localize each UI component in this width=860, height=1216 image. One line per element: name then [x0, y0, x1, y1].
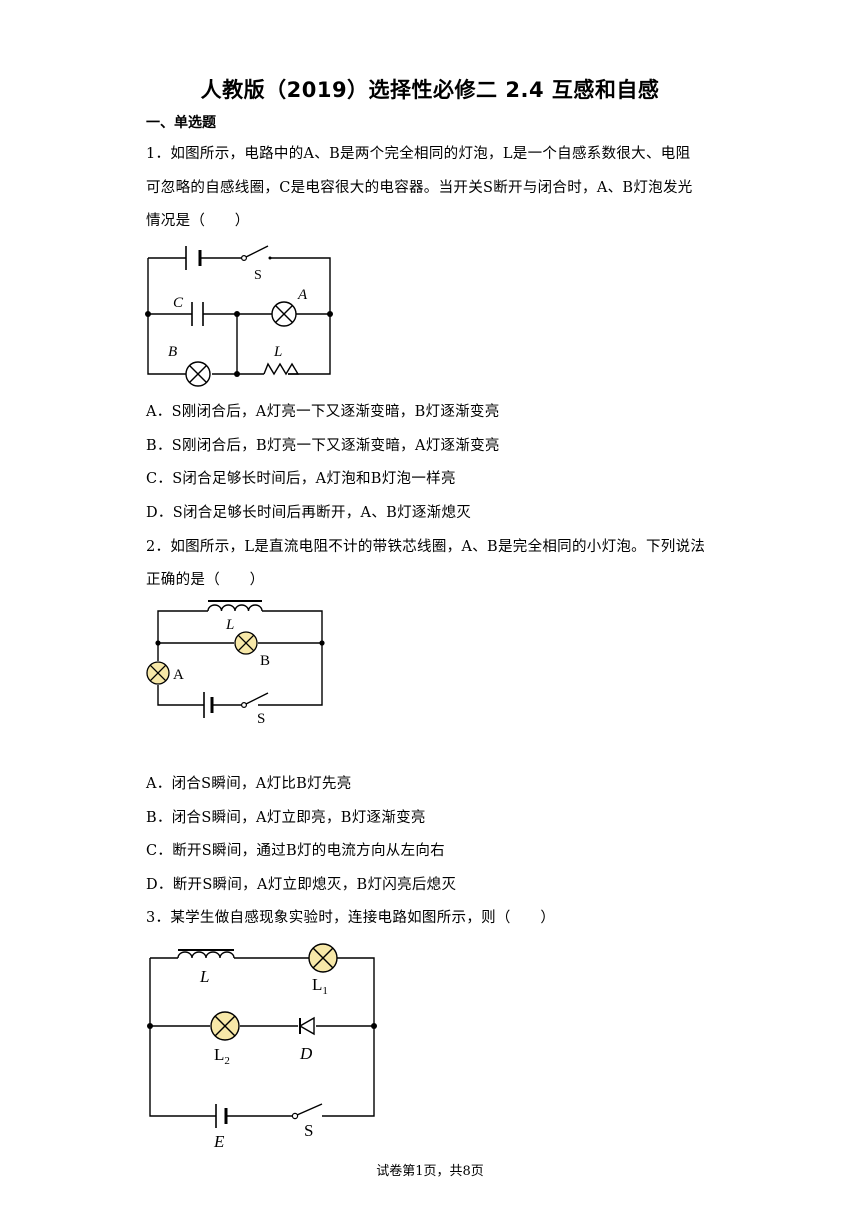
q3-stem-line-1: 3．某学生做自感现象实验时，连接电路如图所示，则（ ）: [146, 910, 556, 926]
bulb-a-icon: [271, 301, 297, 327]
junction-dots: [147, 1023, 377, 1029]
q1-label-b: B: [168, 344, 177, 360]
q1-stem-line-1: 1．如图所示，电路中的A、B是两个完全相同的灯泡，L是一个自感系数很大、电阻: [146, 146, 691, 162]
battery-icon: [185, 246, 202, 270]
bulb-b-icon: [185, 361, 211, 387]
battery-icon: [203, 692, 214, 718]
page-title: 人教版（2019）选择性必修二 2.4 互感和自感: [200, 78, 660, 102]
q2-option-a: A．闭合S瞬间，A灯比B灯先亮: [146, 776, 352, 792]
q1-label-a: A: [297, 287, 308, 303]
switch-s-icon: [240, 245, 272, 262]
q2-stem-line-2: 正确的是（ ）: [146, 572, 265, 588]
bulb-a-icon: [146, 661, 170, 685]
q2-option-c: C．断开S瞬间，通过B灯的电流方向从左向右: [146, 843, 445, 859]
diode-d-icon: [298, 1016, 315, 1036]
bulb-l2-icon: [210, 1011, 240, 1041]
q2-label-a: A: [173, 667, 184, 683]
q1-stem-line-3: 情况是（ ）: [146, 213, 250, 229]
q2-option-b: B．闭合S瞬间，A灯立即亮，B灯逐渐变亮: [146, 810, 426, 826]
q3-label-d: D: [299, 1044, 313, 1063]
q1-option-a: A．S刚闭合后，A灯亮一下又逐渐变暗，B灯逐渐变亮: [146, 404, 500, 420]
q2-label-s: S: [257, 711, 265, 727]
q2-circuit-diagram: L B A S: [146, 600, 325, 727]
q3-label-l: L: [199, 967, 209, 986]
bulb-l1-icon: [308, 943, 338, 973]
q1-option-c: C．S闭合足够长时间后，A灯泡和B灯泡一样亮: [146, 471, 456, 487]
q1-option-b: B．S刚闭合后，B灯亮一下又逐渐变暗，A灯逐渐变亮: [146, 438, 500, 454]
q1-label-s: S: [254, 268, 262, 283]
q2-label-l: L: [225, 617, 234, 633]
junction-dots: [145, 311, 333, 377]
q1-circuit-diagram: S C A B L: [145, 245, 333, 387]
section-heading: 一、单选题: [146, 115, 216, 131]
q1-stem-line-2: 可忽略的自感线圈，C是电容很大的电容器。当开关S断开与闭合时，A、B灯泡发光: [146, 180, 693, 196]
switch-s-icon: [240, 692, 269, 708]
capacitor-c-icon: [191, 302, 204, 326]
inductor-l-icon: [263, 362, 300, 376]
battery-icon: [215, 1104, 228, 1128]
q3-label-l1: L1: [312, 975, 328, 997]
q1-label-c: C: [173, 295, 184, 311]
page-footer: 试卷第1页，共8页: [376, 1164, 484, 1179]
inductor-l-icon: [207, 600, 263, 612]
q1-option-d: D．S闭合足够长时间后再断开，A、B灯逐渐熄灭: [146, 505, 472, 521]
q3-label-l2: L2: [214, 1045, 230, 1067]
q2-label-b: B: [260, 653, 270, 669]
q2-option-d: D．断开S瞬间，A灯立即熄灭，B灯闪亮后熄灭: [146, 877, 457, 893]
bulb-b-icon: [234, 631, 258, 655]
q2-stem-line-1: 2．如图所示，L是直流电阻不计的带铁芯线圈，A、B是完全相同的小灯泡。下列说法: [146, 539, 706, 555]
q3-circuit-diagram: L L1 L2 D E S: [147, 943, 377, 1151]
q3-label-e: E: [213, 1132, 225, 1151]
junction-dots: [155, 640, 325, 646]
q3-label-s: S: [304, 1121, 313, 1140]
inductor-l-icon: [177, 949, 235, 959]
q1-label-l: L: [273, 344, 282, 360]
switch-s-icon: [291, 1103, 323, 1120]
